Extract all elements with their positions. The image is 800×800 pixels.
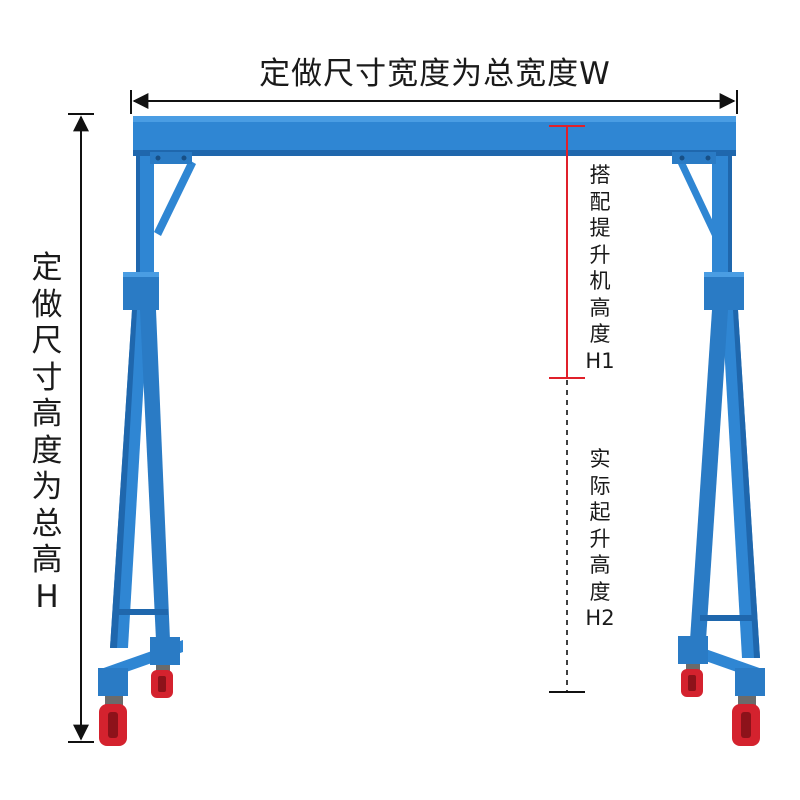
hoist-height-marker: [549, 125, 585, 379]
left-height-clamp: [123, 272, 159, 310]
height-dimension-line: [68, 113, 94, 743]
lift-height-marker: [549, 380, 585, 693]
left-front-caster: [99, 696, 127, 746]
left-rear-caster: [151, 665, 173, 698]
right-rear-caster: [681, 664, 703, 697]
lift-height-label: 实 际 起 升 高 度 H2: [585, 447, 615, 630]
hoist-height-label: 搭 配 提 升 机 高 度 H1: [585, 163, 615, 373]
left-column: [98, 152, 196, 696]
gantry-frame: [98, 116, 765, 746]
total-height-label: 定 做 尺 寸 高 度 为 总 高 H: [31, 250, 63, 615]
width-dimension-line: [130, 90, 738, 114]
total-width-label: 定做尺寸宽度为总宽度W: [259, 56, 611, 92]
right-height-clamp: [704, 272, 744, 310]
right-front-caster: [732, 696, 760, 746]
top-beam: [133, 116, 736, 156]
right-column: [672, 152, 765, 696]
